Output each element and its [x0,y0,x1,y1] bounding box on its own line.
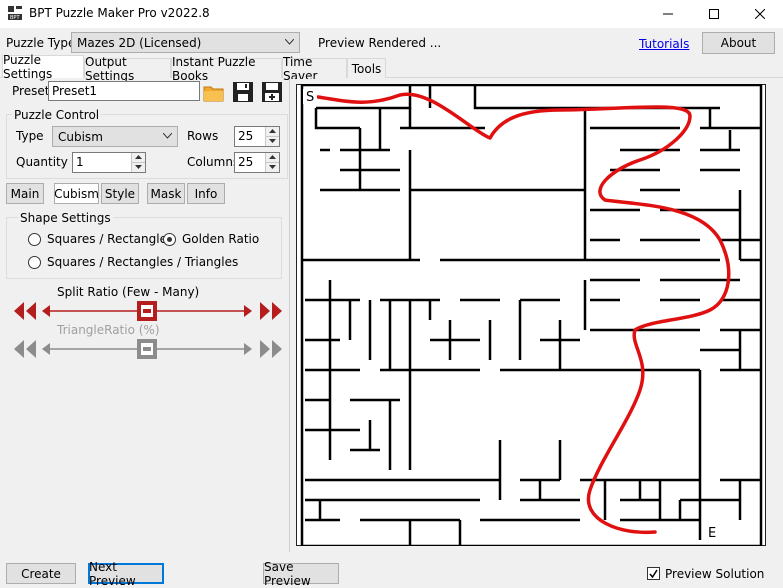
type-label: Type [16,129,44,143]
split-ratio-slider[interactable] [12,300,284,322]
close-icon [755,9,765,19]
subtab-style[interactable]: Style [101,183,139,204]
radio-label-golden-ratio: Golden Ratio [182,232,260,246]
puzzle-type-value: Mazes 2D (Licensed) [77,35,202,50]
quantity-label: Quantity [16,155,68,169]
maze-start-label: S [306,90,315,105]
svg-text:BPT: BPT [10,15,20,21]
chevron-down-icon [269,139,276,144]
folder-icon [203,86,224,102]
small-right-arrow-icon [244,343,252,355]
title-bar [0,0,783,28]
save-as-preset-button[interactable] [261,81,283,103]
tab-instant-puzzle-books[interactable]: Instant Puzzle Books [171,55,282,83]
checkmark-icon [649,569,658,579]
slider-thumb-disabled [137,339,157,359]
double-right-arrow-icon [260,340,282,358]
radio-squares-rectangles-triangles[interactable] [28,256,41,269]
maze-end-label: E [708,526,717,541]
radio-golden-ratio[interactable] [163,233,176,246]
columns-up-button[interactable] [266,153,279,163]
tab-time-saver[interactable]: Time Saver [282,55,347,83]
columns-label: Columns [187,155,240,169]
chevron-down-icon [163,132,172,139]
subtab-main[interactable]: Main [6,183,44,204]
small-right-arrow-icon [244,305,252,317]
save-new-icon [262,82,282,102]
window-title: BPT Puzzle Maker Pro v2022.8 [29,6,210,20]
chevron-up-icon [269,155,276,160]
radio-label-squares-rectangles-triangles: Squares / Rectangles / Triangles [47,255,239,269]
minimize-icon [663,13,673,15]
chevron-down-icon [285,38,294,45]
shape-settings-group [6,217,282,279]
type-select[interactable]: Cubism [52,126,178,147]
subtab-info[interactable]: Info [187,183,225,204]
about-button[interactable]: About [702,32,775,54]
type-value: Cubism [58,129,103,144]
chevron-up-icon [269,129,276,134]
quantity-up-button[interactable] [132,153,145,163]
solution-path [316,92,731,535]
tutorials-link[interactable]: Tutorials [639,37,690,51]
save-preset-button[interactable] [232,81,254,103]
next-preview-button[interactable]: Next Preview [88,560,164,588]
preset-label: Preset [12,84,50,98]
close-button[interactable] [737,0,783,28]
maze-preview: S E [296,84,766,546]
columns-value: 25 [238,155,254,169]
double-right-arrow-icon [260,302,282,320]
create-button[interactable]: Create [6,563,76,584]
tab-output-settings[interactable]: Output Settings [84,55,171,83]
rows-value: 25 [238,129,254,143]
status-text: Preview Rendered ... [318,36,442,50]
puzzle-type-select[interactable]: Mazes 2D (Licensed) [71,32,300,53]
preview-solution-checkbox[interactable] [647,567,660,580]
chevron-down-icon [269,165,276,170]
columns-stepper[interactable]: 25 [234,152,280,173]
maximize-button[interactable] [691,0,737,28]
chevron-up-icon [135,155,142,160]
triangle-ratio-label: TriangleRatio (%) [57,323,160,337]
open-folder-button[interactable] [202,81,226,103]
tab-puzzle-settings[interactable]: Puzzle Settings [2,53,84,81]
small-left-arrow-icon [42,305,50,317]
double-left-arrow-icon [14,340,36,358]
chevron-down-icon [135,165,142,170]
quantity-stepper[interactable]: 1 [72,152,146,173]
subtab-cubism[interactable]: Cubism [54,183,99,204]
rows-up-button[interactable] [266,127,279,137]
subtab-mask[interactable]: Mask [147,183,185,204]
shape-settings-title: Shape Settings [18,211,113,225]
tab-tools[interactable]: Tools [347,58,386,78]
radio-label-squares-rectangles: Squares / Rectangles [47,232,174,246]
puzzle-control-title: Puzzle Control [12,108,102,122]
double-left-arrow-icon [14,302,36,320]
rows-label: Rows [187,129,219,143]
preset-input[interactable]: Preset1 [48,81,200,101]
slider-thumb[interactable] [137,301,157,321]
maximize-icon [709,9,719,19]
triangle-ratio-slider[interactable] [12,338,284,360]
minimize-button[interactable] [645,0,691,28]
columns-down-button[interactable] [266,162,279,172]
small-left-arrow-icon [42,343,50,355]
radio-squares-rectangles[interactable] [28,233,41,246]
preview-solution-label: Preview Solution [665,567,765,581]
puzzle-control-group [6,114,288,179]
quantity-down-button[interactable] [132,162,145,172]
quantity-value: 1 [76,155,84,169]
rows-down-button[interactable] [266,136,279,146]
save-icon [233,82,253,102]
app-icon: BPT [7,5,23,21]
rows-stepper[interactable]: 25 [234,126,280,147]
split-ratio-label: Split Ratio (Few - Many) [57,285,200,299]
save-preview-button[interactable]: Save Preview [263,560,339,588]
puzzle-type-label: Puzzle Type [6,36,76,50]
